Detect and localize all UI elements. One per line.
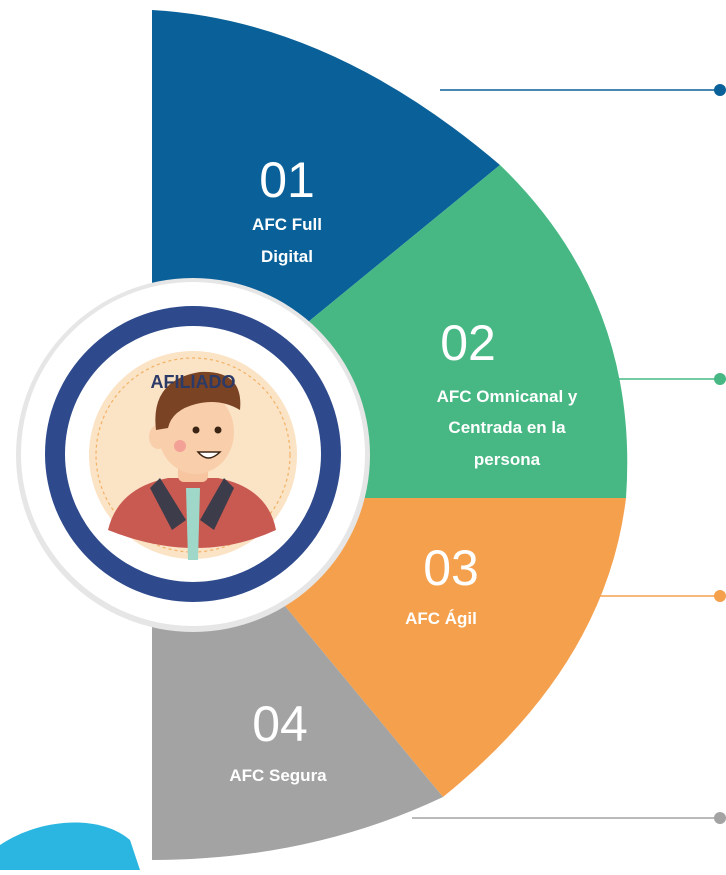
avatar-eye-right bbox=[214, 426, 222, 434]
segment-02-title-line-3: persona bbox=[474, 450, 541, 469]
segment-04-shape bbox=[152, 575, 443, 860]
segment-03-number: 03 bbox=[423, 540, 479, 596]
avatar-hair bbox=[155, 371, 241, 430]
corner-accent-shape bbox=[0, 822, 140, 870]
connector-04 bbox=[412, 812, 726, 824]
connector-03 bbox=[580, 590, 726, 602]
segment-02-title-line-2: Centrada en la bbox=[448, 418, 566, 437]
segment-01-shape bbox=[152, 10, 500, 345]
connector-dot-01 bbox=[714, 84, 726, 96]
segment-04-title: AFC Segura bbox=[229, 766, 327, 785]
avatar-cheek bbox=[174, 440, 186, 452]
avatar-illustration bbox=[108, 371, 276, 560]
connector-dot-04 bbox=[714, 812, 726, 824]
segment-03-shape bbox=[280, 498, 626, 797]
connector-dot-02 bbox=[714, 373, 726, 385]
avatar-collar-right bbox=[200, 478, 234, 530]
avatar-tie bbox=[186, 488, 200, 560]
center-label: AFILIADO bbox=[151, 372, 236, 392]
segment-03-title: AFC Ágil bbox=[405, 609, 477, 628]
connector-02 bbox=[588, 373, 726, 385]
segment-04-number: 04 bbox=[252, 696, 308, 752]
segment-02-shape bbox=[280, 165, 628, 498]
center-badge: AFILIADO bbox=[16, 278, 370, 632]
connector-dot-03 bbox=[714, 590, 726, 602]
segment-01-title-line-2: Digital bbox=[261, 247, 313, 266]
segment-02-number: 02 bbox=[440, 315, 496, 371]
segment-02-title-line-1: AFC Omnicanal y bbox=[437, 387, 578, 406]
connector-01 bbox=[440, 84, 726, 96]
segment-01-title-line-1: AFC Full bbox=[252, 215, 322, 234]
segment-01-number: 01 bbox=[259, 152, 315, 208]
avatar-collar bbox=[150, 478, 186, 530]
avatar-smile bbox=[196, 451, 222, 459]
avatar-ear bbox=[149, 425, 167, 449]
avatar-eye-left bbox=[192, 426, 200, 434]
